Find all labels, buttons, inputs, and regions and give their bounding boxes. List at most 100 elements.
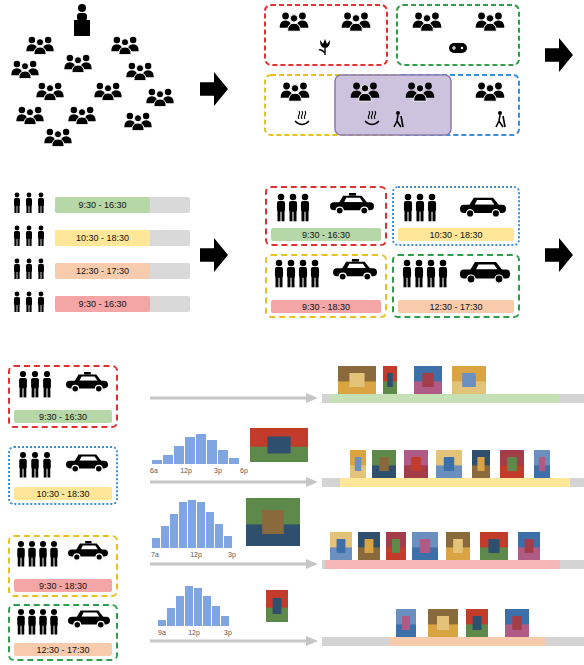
histogram-bar xyxy=(206,512,214,548)
person-head xyxy=(30,61,37,68)
photo-subject xyxy=(512,616,522,630)
standing-leg xyxy=(292,277,295,288)
standing-leg xyxy=(38,205,40,213)
onsen-bowl xyxy=(365,121,379,125)
car-cabin xyxy=(76,543,102,550)
standing-leg xyxy=(24,468,27,478)
person-head xyxy=(136,65,143,72)
time-range: 9:30 - 16:30 xyxy=(78,199,126,211)
person-head xyxy=(353,83,360,90)
gamepad xyxy=(449,43,467,53)
axis-tick-label: 6a xyxy=(150,467,158,475)
standing-leg xyxy=(20,387,23,397)
standing-body xyxy=(26,198,32,206)
standing-leg xyxy=(428,211,431,222)
grey-arrow-shaft xyxy=(150,563,308,566)
timeline-segment xyxy=(325,560,560,569)
standing-leg xyxy=(14,271,16,279)
histogram-bar xyxy=(215,524,223,548)
photo-subject xyxy=(473,616,482,630)
hiker-head xyxy=(498,111,502,115)
person-head xyxy=(282,13,289,20)
person-head xyxy=(39,83,46,90)
person-head xyxy=(432,13,439,20)
group-box: 10:30 - 18:30 xyxy=(392,186,520,246)
standing-leg xyxy=(26,205,28,213)
person-head xyxy=(35,107,42,114)
person-head xyxy=(26,109,33,116)
standing-body xyxy=(28,616,36,626)
person-body xyxy=(24,117,36,125)
person-body xyxy=(132,123,144,131)
histogram-bar xyxy=(152,460,162,464)
person-head xyxy=(47,129,54,136)
person-head xyxy=(478,13,485,20)
photo-subject xyxy=(420,539,430,553)
standing-head xyxy=(440,260,446,266)
person-head xyxy=(29,37,36,44)
standing-head xyxy=(39,259,44,264)
standing-leg xyxy=(280,277,283,288)
photo-sky xyxy=(452,366,486,394)
histogram-bar xyxy=(185,586,193,626)
standing-head xyxy=(429,194,435,200)
histogram-bar xyxy=(179,502,187,548)
time-strip: 9:30 - 16:30 xyxy=(14,410,112,423)
photo-subject xyxy=(402,616,410,630)
time-range: 10:30 - 18:30 xyxy=(76,232,129,244)
onsen-steam xyxy=(301,111,303,119)
standing-leg xyxy=(403,277,406,288)
speaker-head xyxy=(78,4,86,12)
standing-leg xyxy=(29,557,32,567)
histogram-bar xyxy=(176,596,184,626)
standing-head xyxy=(15,259,20,264)
person-body xyxy=(119,47,131,55)
standing-body xyxy=(17,548,25,558)
histogram-bar xyxy=(174,446,184,464)
car-window xyxy=(475,200,495,205)
standing-body xyxy=(427,267,435,278)
grey-arrow-head xyxy=(306,559,318,569)
car-cabin xyxy=(74,375,101,382)
standing-head xyxy=(51,541,57,547)
person-body xyxy=(34,47,46,55)
photo-sky xyxy=(250,428,308,462)
standing-head xyxy=(51,609,57,615)
standing-leg xyxy=(48,468,51,478)
timeline-segment xyxy=(330,394,560,403)
person-body xyxy=(76,117,88,125)
car-wheel xyxy=(467,275,475,283)
standing-head xyxy=(27,259,32,264)
crowd-figure xyxy=(11,4,174,147)
grey-arrow-head xyxy=(306,477,318,487)
photo-subject xyxy=(365,539,374,553)
person-head xyxy=(425,83,432,90)
car-wheel xyxy=(466,210,473,217)
interest-groups xyxy=(265,5,519,135)
car-cabin xyxy=(469,198,499,206)
standing-body xyxy=(17,616,25,626)
histogram-bar xyxy=(229,458,239,464)
standing-head xyxy=(278,194,284,200)
histogram-bar xyxy=(194,588,202,626)
time-range: 9:30 - 18:30 xyxy=(39,580,87,592)
taxi-sign xyxy=(349,193,356,196)
histogram-bar xyxy=(212,606,220,626)
photo-sky xyxy=(500,450,524,478)
grey-arrow-shaft xyxy=(150,640,308,643)
car-wheel xyxy=(72,465,79,472)
standing-body xyxy=(31,378,39,388)
person-head xyxy=(495,83,502,90)
person-body xyxy=(359,93,372,101)
person-body xyxy=(52,139,64,147)
standing-head xyxy=(32,371,38,377)
car-wheel xyxy=(495,275,503,283)
histogram-bar xyxy=(170,514,178,548)
axis-tick-label: 9a xyxy=(158,629,166,637)
person-body xyxy=(289,93,302,101)
person-head xyxy=(83,55,90,62)
standing-leg xyxy=(17,304,19,312)
person-body xyxy=(102,93,114,101)
standing-body xyxy=(299,267,307,278)
person-head xyxy=(344,13,351,20)
